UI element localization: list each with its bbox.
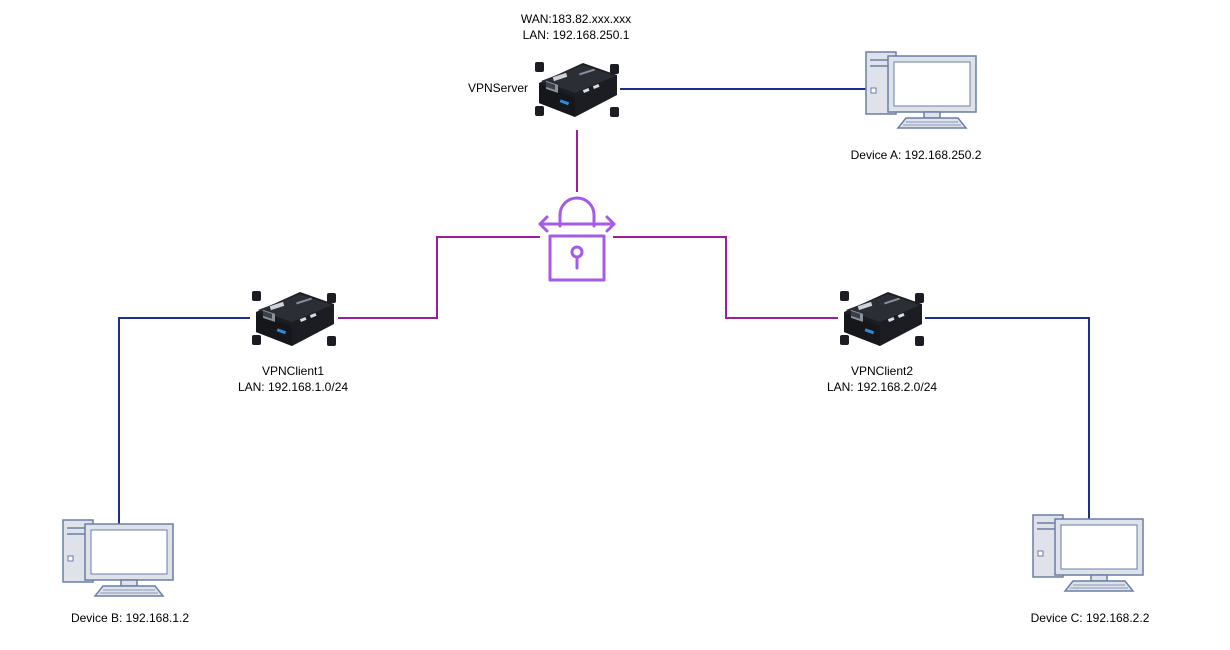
tunnel-client1 — [338, 236, 540, 319]
client2-lan-label: LAN: 192.168.2.0/24 — [826, 380, 938, 394]
client1-lan-label: LAN: 192.168.1.0/24 — [237, 380, 349, 394]
link-client1-device-b — [118, 317, 250, 526]
vpn-server-router-icon — [535, 62, 619, 117]
server-lan-label: LAN: 192.168.250.1 — [522, 28, 630, 42]
device-b-computer-icon — [62, 519, 174, 597]
device-b-label: Device B: 192.168.1.2 — [70, 611, 190, 625]
tunnel-client2 — [613, 236, 838, 319]
device-a-computer-icon — [865, 51, 977, 129]
server-wan-label: WAN:183.82.xxx.xxx — [520, 12, 632, 26]
vpn-lock-icon — [538, 196, 616, 282]
vpn-client1-router-icon — [252, 291, 336, 346]
vpn-client2-router-icon — [840, 291, 924, 346]
client2-name-label: VPNClient2 — [850, 364, 914, 378]
device-a-label: Device A: 192.168.250.2 — [850, 148, 982, 162]
client1-name-label: VPNClient1 — [261, 364, 325, 378]
device-c-computer-icon — [1032, 514, 1144, 592]
device-c-label: Device C: 192.168.2.2 — [1030, 611, 1150, 625]
link-client2-device-c — [925, 317, 1090, 520]
server-name-label: VPNServer — [468, 81, 529, 95]
